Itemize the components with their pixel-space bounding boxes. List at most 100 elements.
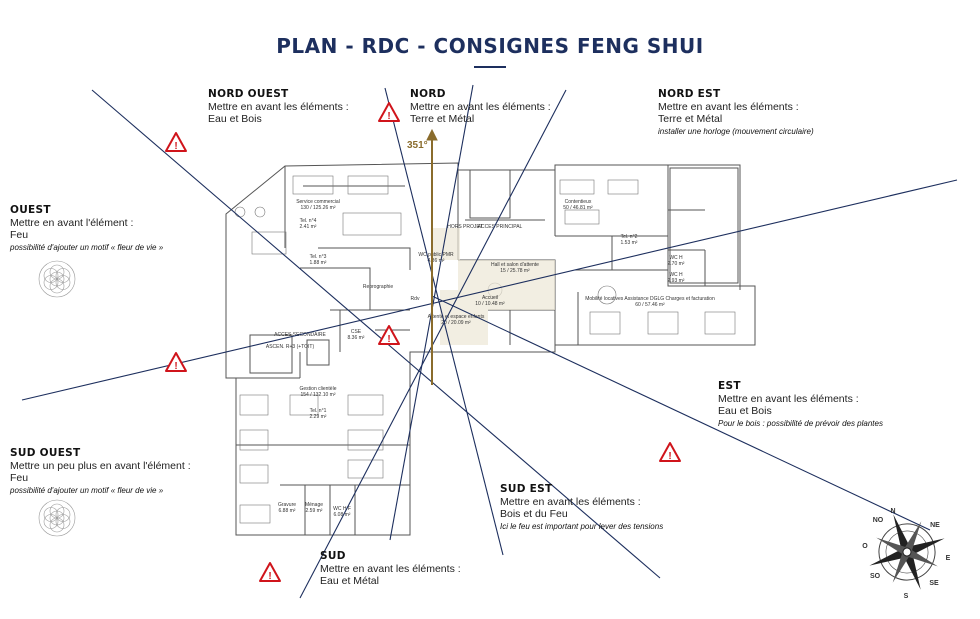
compass-so: SO [870,573,881,580]
compass-se: SE [929,580,939,587]
elevator [306,339,330,366]
zone-heading: NORD [410,88,446,100]
atrium [669,167,739,284]
zone-note: installer une horloge (mouvement circula… [658,126,814,136]
zone-heading: SUD EST [500,483,553,495]
zone-note: possibilité d'ajouter un motif « fleur d… [10,242,164,252]
zone-heading: SUD [320,550,346,562]
zone-instruction: Mettre en avant les éléments : [718,392,859,405]
zone-instruction: Mettre en avant les éléments : [410,100,551,113]
north-arrow [426,128,438,385]
zone-instruction: Mettre en avant les éléments : [320,562,461,575]
zone-sud: SUD Mettre en avant les éléments : Eau e… [320,550,461,588]
warning-icon [378,102,400,122]
zone-instruction: Mettre en avant les éléments : [500,495,641,508]
room-label: HORS PROJET [447,224,483,230]
inner-wall [554,165,668,345]
zone-est: EST Mettre en avant les éléments : Eau e… [718,380,883,430]
zone-nord-ouest: NORD OUEST Mettre en avant les éléments … [208,88,349,126]
zone-sud-ouest: SUD OUEST Mettre un peu plus en avant l'… [10,447,191,497]
compass-s: S [904,593,909,600]
inner-wall [236,352,410,535]
zone-elements: Feu [10,229,29,241]
zone-instruction: Mettre en avant l'élément : [10,216,134,229]
zone-nord: NORD Mettre en avant les éléments : Terr… [410,88,551,126]
zone-instruction: Mettre en avant les éléments : [208,100,349,113]
stair [249,334,293,374]
zone-nord-est: NORD EST Mettre en avant les éléments : … [658,88,814,138]
title-underline [474,66,506,68]
page-title: PLAN - RDC - CONSIGNES FENG SHUI [276,34,704,58]
building-outline [225,162,756,536]
zone-note: Ici le feu est important pour lever des … [500,521,664,531]
zone-sud-est: SUD EST Mettre en avant les éléments : B… [500,483,663,533]
compass-labels: N NE E SE S SO O NO [862,508,950,600]
zone-heading: OUEST [10,204,51,216]
zone-elements: Terre et Métal [410,113,475,125]
compass-e: E [946,555,951,562]
zone-instruction: Mettre un peu plus en avant l'élément : [10,459,191,472]
axis-nw-se [91,89,661,579]
warning-signs [165,102,681,582]
flower-of-life-icon [38,499,76,537]
warning-marks: ! ! ! ! ! ! [174,111,671,582]
inner-wall [668,164,741,290]
zone-note: Pour le bois : possibilité de prévoir de… [718,418,883,428]
zone-instruction: Mettre en avant les éléments : [658,100,799,113]
zone-heading: NORD EST [658,88,721,100]
zone-elements: Eau et Bois [718,405,772,417]
compass-n: N [890,508,895,515]
warning-icon [659,442,681,462]
north-angle-label: 351° [407,140,428,151]
feng-shui-axes [21,84,958,599]
zone-elements: Eau et Bois [208,113,262,125]
svg-text:!: ! [387,334,390,345]
inner-wall [300,267,410,352]
warning-icon [259,562,281,582]
warning-icon [165,352,187,372]
room-label: Rdv [411,296,420,302]
zone-heading: EST [718,380,741,392]
axis-e [431,295,931,531]
zone-elements: Bois et du Feu [500,508,568,520]
zone-note: possibilité d'ajouter un motif « fleur d… [10,485,164,495]
compass-no: NO [873,517,884,524]
compass-ne: NE [930,522,940,529]
north-arrow-head [426,128,438,141]
zone-elements: Terre et Métal [658,113,723,125]
flower-of-life-icon [38,260,76,298]
zone-elements: Feu [10,472,29,484]
warning-icon [378,325,400,345]
svg-text:!: ! [174,361,177,372]
compass-o: O [862,543,868,550]
svg-text:!: ! [174,141,177,152]
svg-text:!: ! [387,111,390,122]
stair [469,169,511,219]
compass-rose-icon [869,514,945,590]
room-label: Reprographie [363,284,394,290]
room-label: ASCEN. R+3 (+TOIT) [266,344,315,350]
zone-heading: SUD OUEST [10,447,81,459]
svg-text:!: ! [268,571,271,582]
room-label: ACCES PRINCIPAL [478,224,523,230]
zone-heading: NORD OUEST [208,88,289,100]
zone-elements: Eau et Métal [320,575,379,587]
warning-icon [165,132,187,152]
